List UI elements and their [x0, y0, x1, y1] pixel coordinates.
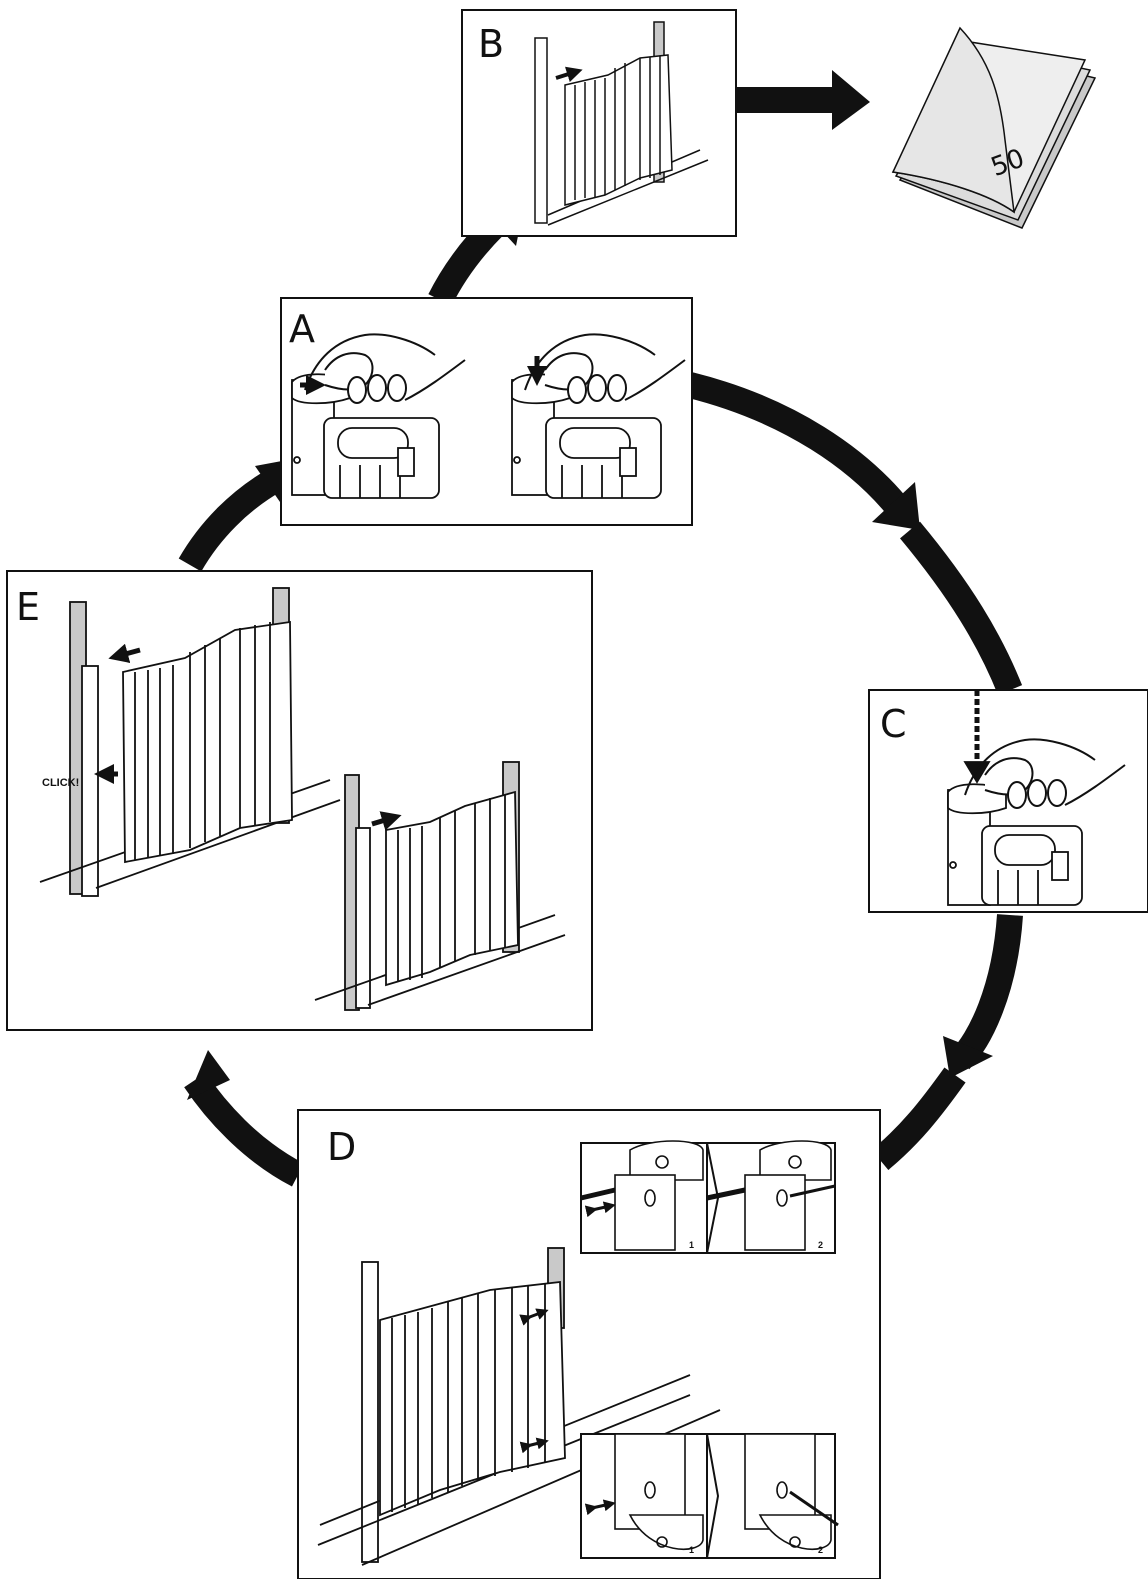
arrowhead-to-c-upper: [872, 482, 920, 530]
flow-arrows: [178, 87, 1023, 1187]
panel-a-step-1-illustration: [291, 333, 466, 499]
click-label: CLICK!: [42, 777, 79, 789]
panel-d-inset-top-1: 1: [580, 1140, 708, 1254]
arrowhead-to-booklet: [832, 70, 870, 130]
panel-e-step-2-illustration: [314, 761, 566, 1011]
arrow-e-to-a: [178, 468, 282, 572]
panel-d: D 1: [297, 1109, 881, 1579]
panel-d-main-gate-illustration: [317, 1247, 721, 1566]
inset-bottom-step-2: 2: [818, 1545, 823, 1555]
panel-d-inset-bottom-2: 2: [705, 1433, 839, 1559]
panel-a: A: [280, 297, 693, 526]
panel-e-step-1-illustration: [39, 587, 341, 897]
arrowhead-to-e: [187, 1050, 230, 1100]
panel-e-label: E: [16, 585, 40, 629]
panel-b-label: B: [478, 22, 504, 66]
panel-d-inset-bottom-1: 1: [580, 1433, 708, 1559]
panel-b: B: [461, 9, 737, 237]
arrow-c-to-d: [950, 914, 1023, 1070]
panel-b-gate-illustration: [534, 21, 709, 226]
arrow-a-to-c: [686, 372, 911, 519]
panel-c-label: C: [880, 702, 907, 746]
panel-d-label: D: [327, 1125, 356, 1169]
panel-c: C: [868, 689, 1148, 913]
arrow-d-curve: [871, 1067, 966, 1170]
arrowhead-to-d: [943, 1036, 993, 1078]
arrow-d-to-e: [184, 1072, 305, 1187]
panel-c-illustration: [947, 690, 1126, 906]
inset-top-step-1: 1: [689, 1240, 694, 1250]
arrow-c-to-circle: [900, 521, 1023, 695]
inset-top-step-2: 2: [818, 1240, 823, 1250]
panel-a-label: A: [289, 307, 315, 351]
panel-e: E CLICK!: [6, 570, 593, 1031]
manual-booklet-icon: 50: [891, 26, 1097, 229]
panel-a-step-2-illustration: [511, 333, 686, 499]
inset-bottom-step-1: 1: [689, 1545, 694, 1555]
panel-d-inset-top-2: 2: [705, 1140, 836, 1254]
